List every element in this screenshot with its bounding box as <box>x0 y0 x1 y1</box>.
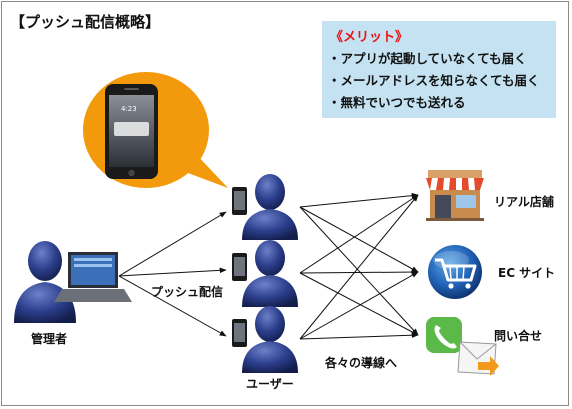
shopping-cart-icon <box>428 245 482 299</box>
merit-box: 《メリット》 ・アプリが起動していなくても届く ・メールアドレスを知らなくても届… <box>322 21 556 118</box>
user-person-icon <box>232 306 298 373</box>
users-label: ユーザー <box>246 377 294 391</box>
merit-item: ・アプリが起動していなくても届く <box>328 51 527 66</box>
push-arrows <box>118 211 227 337</box>
channel-arrows <box>299 192 419 340</box>
storefront-icon <box>426 170 484 221</box>
destination-label-ec: EC サイト <box>498 266 556 280</box>
merit-heading: 《メリット》 <box>330 30 409 45</box>
admin-label: 管理者 <box>31 332 68 346</box>
smartphone-icon <box>105 84 158 179</box>
phone-screen-time: 4:23 <box>121 105 137 113</box>
admin-person-icon <box>14 241 76 323</box>
diagram-title: 【プッシュ配信概略】 <box>10 13 161 31</box>
destination-label-contact: 問い合せ <box>494 329 543 343</box>
channels-label: 各々の導線へ <box>325 356 398 370</box>
push-label: プッシュ配信 <box>151 285 224 299</box>
user-person-icon <box>232 240 298 307</box>
phone-mail-icon <box>426 317 499 376</box>
merit-item: ・無料でいつでも送れる <box>328 95 466 110</box>
merit-item: ・メールアドレスを知らなくても届く <box>328 73 540 88</box>
destination-label-store: リアル店舗 <box>494 195 554 209</box>
user-person-icon <box>232 174 298 240</box>
laptop-icon <box>54 252 132 302</box>
